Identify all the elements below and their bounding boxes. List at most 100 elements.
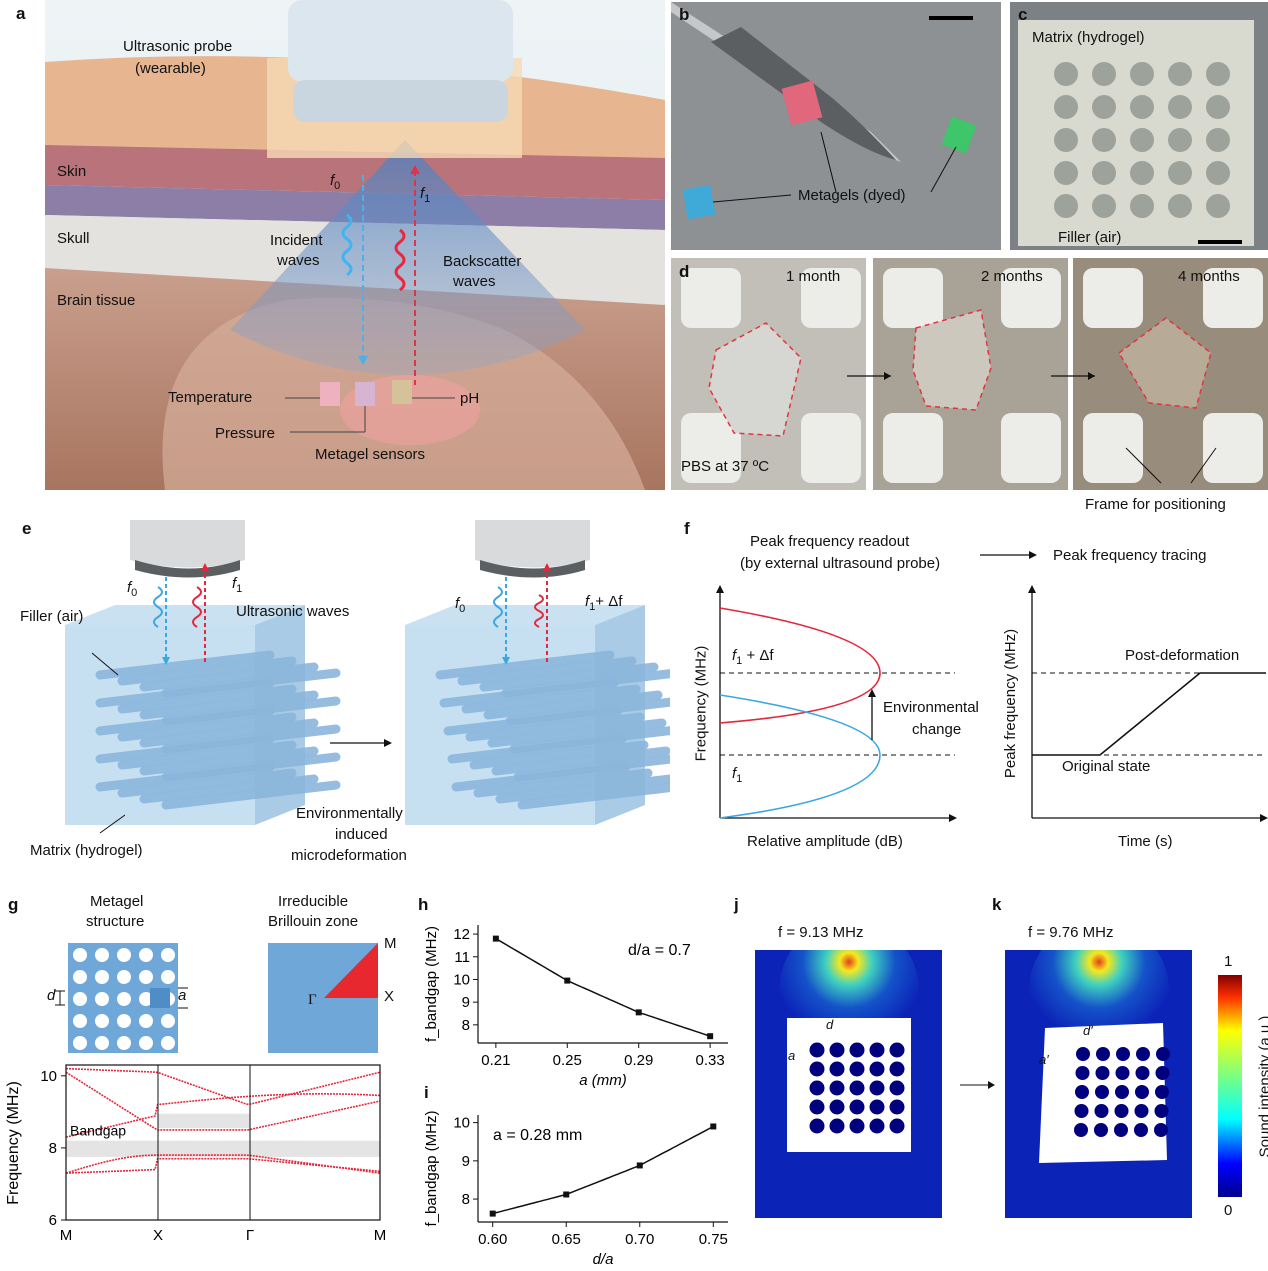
air-rod	[95, 650, 275, 680]
air-rod	[443, 706, 623, 736]
data-point	[710, 1123, 717, 1130]
air-filler-hole	[1054, 62, 1078, 86]
scatterer-dot	[1136, 1047, 1150, 1061]
readout-label-1: Peak frequency readout	[750, 533, 910, 550]
bandgap-label: Bandgap	[70, 1122, 126, 1138]
panel-e: f0 f1 Ultrasonic waves Filler (air) Matr…	[0, 515, 670, 875]
band-frame	[65, 1064, 381, 1221]
env-label-2: induced	[335, 826, 388, 843]
y-axis-label: f_bandgap (MHz)	[423, 1111, 440, 1227]
ultrasonic-probe	[288, 0, 513, 82]
band-curve	[65, 1154, 381, 1174]
scatterer-dot	[1115, 1085, 1129, 1099]
data-point	[492, 935, 499, 942]
red-spectrum	[719, 607, 881, 724]
panel-label-a: a	[16, 4, 26, 23]
ph-label: pH	[460, 390, 480, 407]
scatterer-dot	[1155, 1066, 1170, 1080]
blue-metagel	[682, 184, 716, 220]
scatterer-dot	[1095, 1085, 1109, 1099]
lattice-hole	[73, 948, 87, 962]
scatterer-dot	[1096, 1047, 1110, 1061]
scale-bar	[1198, 240, 1242, 244]
scatterer-dot	[869, 1042, 885, 1058]
band-curve	[65, 1093, 381, 1138]
x-tick-label: 0.33	[696, 1052, 725, 1069]
e-filler-label: Filler (air)	[20, 608, 84, 625]
panel-label-e: e	[22, 519, 32, 538]
air-filler-hole	[1092, 95, 1116, 119]
incident-label-2: waves	[277, 252, 320, 269]
lattice-hole	[117, 948, 131, 962]
scatterer-dot	[889, 1061, 905, 1077]
panel-c: Matrix (hydrogel) Filler (air)	[1010, 2, 1268, 250]
air-filler-hole	[1092, 128, 1116, 152]
data-point	[636, 1162, 643, 1169]
band-curve	[65, 1071, 381, 1131]
scatterer-dot	[1135, 1085, 1149, 1099]
air-rod	[469, 740, 649, 770]
env-label-1: Environmentally	[296, 805, 403, 822]
lattice-hole	[73, 1036, 87, 1050]
lattice-hole	[161, 1014, 175, 1028]
scatterer-dot	[809, 1080, 825, 1096]
env-change-label-2: change	[912, 721, 962, 738]
backscatter-label-1: Backscatter	[443, 253, 522, 270]
bandgap-region	[66, 1140, 380, 1157]
air-rod	[439, 678, 619, 708]
air-rod	[139, 662, 319, 692]
x-tick-label: M	[374, 1227, 387, 1244]
air-filler-hole	[1130, 95, 1154, 119]
matrix-label: Matrix (hydrogel)	[1032, 29, 1145, 46]
air-rod	[465, 712, 645, 742]
lattice-hole	[117, 970, 131, 984]
air-filler-hole	[1168, 194, 1192, 218]
f-ylabel-right: Peak frequency (MHz)	[1002, 628, 1020, 779]
f-ylabel-left: Frequency (MHz)	[692, 645, 710, 762]
e-matrix-label: Matrix (hydrogel)	[30, 842, 143, 859]
j-title: f = 9.13 MHz	[778, 924, 864, 941]
e-f1-label: f1	[232, 575, 243, 595]
data-point	[563, 1191, 570, 1198]
bz-label-1: Irreducible	[278, 893, 349, 910]
lattice-hole	[117, 1014, 131, 1028]
scatterer-dot	[829, 1042, 845, 1058]
acoustic-field-simulations	[755, 950, 1192, 1218]
scatterer-dot	[1075, 1066, 1090, 1080]
air-filler-hole	[1054, 128, 1078, 152]
photo-2-months	[873, 258, 1068, 490]
air-filler-hole	[1206, 161, 1230, 185]
scatterer-dot	[869, 1061, 885, 1077]
skin-layer	[45, 145, 665, 200]
struct-label-2: structure	[86, 913, 145, 930]
annotation: d/a = 0.7	[628, 942, 691, 959]
scatterer-dot	[889, 1080, 905, 1096]
y-axis-label: f_bandgap (MHz)	[423, 926, 440, 1042]
air-rod	[117, 740, 297, 770]
panel-label-b: b	[679, 5, 690, 24]
panel-label-j: j	[734, 895, 739, 914]
scatterer-dot	[1134, 1104, 1149, 1118]
air-filler-array	[1054, 62, 1230, 218]
x-axis-label: d/a	[593, 1251, 614, 1268]
air-rod	[161, 780, 341, 810]
y-tick-label: 10	[40, 1068, 57, 1085]
scatterer-dot	[809, 1061, 825, 1077]
air-rod	[139, 690, 319, 720]
y-tick-label: 6	[49, 1212, 57, 1229]
y-tick-label: 12	[453, 926, 470, 943]
ultrasonic-waves-label: Ultrasonic waves	[236, 603, 350, 620]
k-a-label: a′	[1039, 1052, 1049, 1067]
metagel-structure-diagram	[55, 943, 378, 1053]
pbs-label: PBS at 37 ºC	[681, 458, 770, 475]
readout-label-2: (by external ultrasound probe)	[740, 555, 941, 572]
y-tick-label: 11	[454, 949, 470, 966]
lattice-hole	[161, 1036, 175, 1050]
x-tick-label: Γ	[246, 1227, 254, 1244]
peak-trace	[1032, 672, 1266, 756]
y-tick-label: 8	[49, 1140, 57, 1157]
air-filler-hole	[1130, 194, 1154, 218]
scatterer-dot	[889, 1118, 905, 1134]
scatterer-dot	[889, 1042, 905, 1058]
